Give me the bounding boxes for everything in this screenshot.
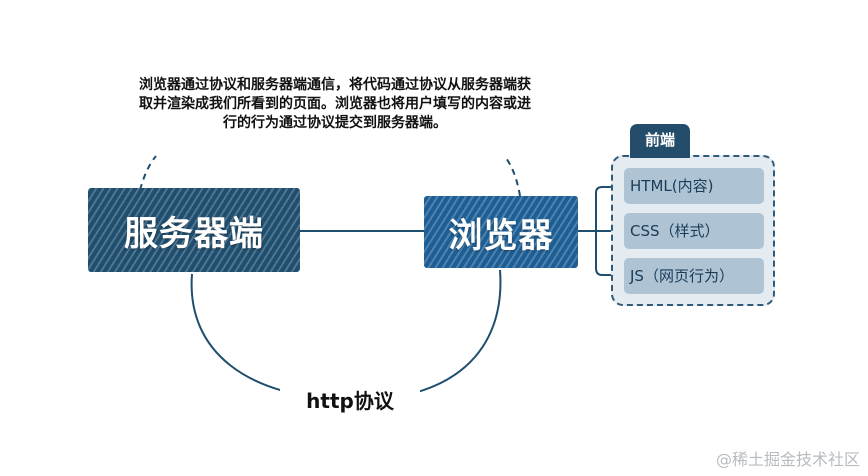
server-node: 服务器端 — [88, 188, 300, 272]
desc-right-arc — [505, 157, 521, 197]
diagram-description: 浏览器通过协议和服务器端通信，将代码通过协议从服务器端获取并渲染成我们所看到的页… — [139, 77, 531, 131]
server-node-label: 服务器端 — [124, 213, 264, 254]
browser-node-label: 浏览器 — [448, 215, 554, 256]
watermark: @稀土掘金技术社区 — [715, 450, 860, 469]
browser-node: 浏览器 — [424, 196, 578, 268]
desc-left-arc — [139, 155, 157, 191]
http-protocol-label: http协议 — [280, 388, 420, 414]
http-loop — [190, 269, 502, 402]
frontend-item-html: HTML(内容) — [624, 168, 764, 204]
frontend-item-js: JS（网页行为） — [624, 258, 764, 294]
frontend-title: 前端 — [630, 124, 690, 158]
frontend-item-css: CSS（样式） — [624, 213, 764, 249]
